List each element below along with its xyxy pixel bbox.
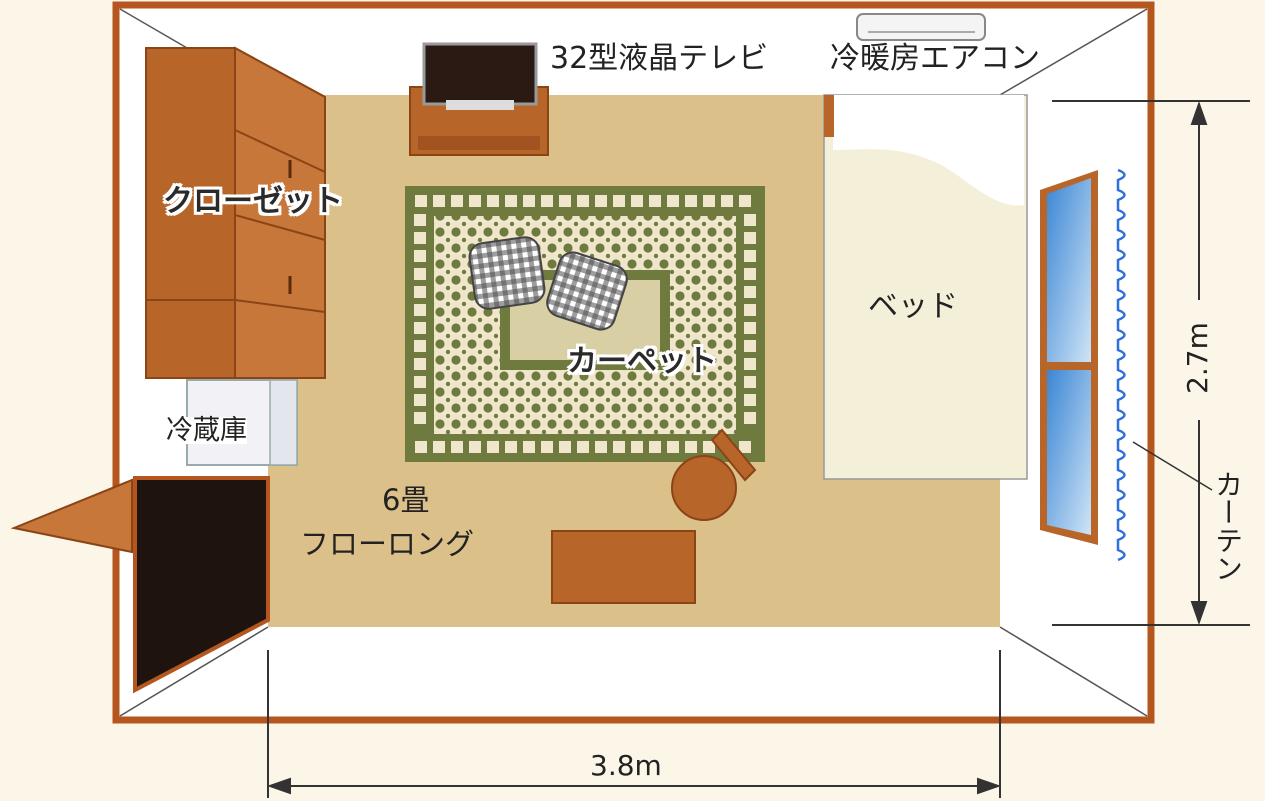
flooring-label: フローロング — [300, 527, 475, 561]
flooring-size-label: 6畳 — [382, 483, 430, 517]
chair-icon — [671, 428, 757, 521]
closet-label: クローゼット — [163, 184, 343, 219]
bed-label: ベッド — [868, 289, 958, 324]
fridge-label: 冷蔵庫 — [166, 415, 247, 446]
depth-dimension — [1052, 100, 1250, 626]
cushion-icon — [468, 236, 628, 331]
bed-icon — [823, 94, 1028, 480]
door-icon — [10, 476, 270, 694]
aircon-label: 冷暖房エアコン — [830, 41, 1040, 76]
window-icon — [1040, 170, 1098, 545]
width-dimension — [266, 650, 1002, 798]
curtain-icon — [1116, 168, 1126, 562]
tv-label: 32型液晶テレビ — [550, 41, 769, 76]
width-dimension-label: 3.8m — [590, 749, 662, 782]
closet-icon — [145, 46, 326, 379]
curtain-leader-line — [1132, 441, 1213, 491]
depth-dimension-label: 2.7m — [1181, 322, 1214, 394]
aircon-icon — [856, 13, 986, 41]
tv-icon — [409, 42, 549, 156]
carpet-border — [414, 195, 756, 453]
table-icon — [551, 530, 696, 604]
curtain-label: カーテン — [1211, 470, 1244, 582]
carpet-label: カーペット — [567, 344, 717, 379]
